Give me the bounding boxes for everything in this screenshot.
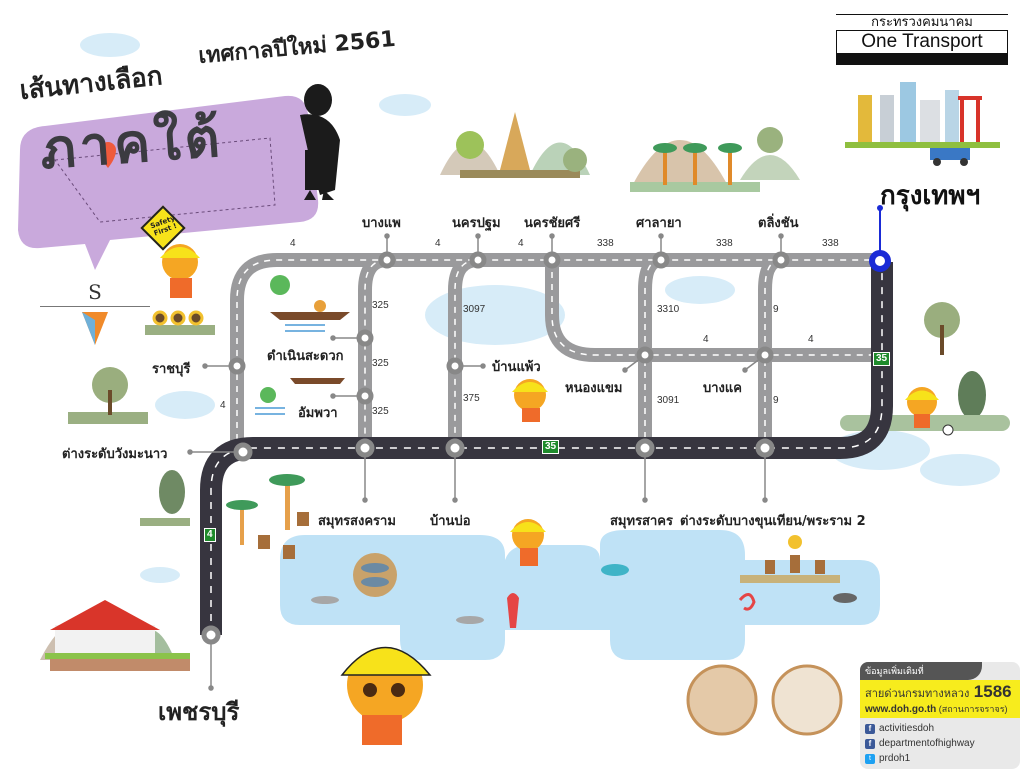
mascot-elephant-1	[160, 244, 200, 298]
scenery-temple	[40, 600, 190, 671]
road-number: 3091	[657, 395, 680, 406]
twitter-icon: t	[865, 753, 875, 764]
road-number: 338	[822, 238, 839, 249]
bangkok-skyline	[845, 82, 1000, 166]
station-samut-sakhon[interactable]: สมุทรสาคร	[610, 514, 673, 529]
hotline-number[interactable]: 1586	[973, 682, 1012, 701]
scenery-sunflowers	[145, 310, 215, 335]
station-samut-songkhram[interactable]: สมุทรสงคราม	[318, 514, 396, 529]
social-handle: prdoh1	[879, 753, 911, 764]
station-damnoen-saduak[interactable]: ดำเนินสะดวก	[267, 349, 344, 364]
mascot-elephant-large	[340, 646, 432, 745]
sea-creatures	[311, 553, 857, 628]
scenery-palms-bottom-left	[226, 474, 309, 559]
hotline-panel: สายด่วนกรมทางหลวง 1586 www.doh.go.th (สถ…	[860, 680, 1020, 718]
social-item[interactable]: f departmentofhighway	[865, 736, 1015, 751]
scenery-floating-market	[255, 275, 350, 415]
station-ratchaburi[interactable]: ราชบุรี	[152, 362, 191, 377]
coin-emblem-2	[771, 664, 843, 736]
social-handle: departmentofhighway	[879, 738, 975, 749]
website-note: (สถานการจราจร)	[938, 704, 1008, 714]
ministry-brand: กระทรวงคมนาคม One Transport	[836, 14, 1008, 65]
road-number: 9	[773, 395, 779, 406]
road-number: 3310	[657, 304, 680, 315]
road-number: 3097	[463, 304, 486, 315]
road-number: 4	[290, 238, 296, 249]
road-number: 325	[372, 358, 389, 369]
road-number: 4	[703, 334, 709, 345]
facebook-icon: f	[865, 738, 875, 749]
compass-divider	[40, 306, 150, 307]
road-number: 4	[435, 238, 441, 249]
station-bang-khae[interactable]: บางแค	[703, 381, 742, 396]
mascot-elephant-2	[512, 379, 548, 422]
station-wang-manao-interchange[interactable]: ต่างระดับวังมะนาว	[62, 447, 168, 462]
road-number: 9	[773, 304, 779, 315]
shadow-puppet-figure	[300, 84, 340, 200]
highway-shield-35: 35	[542, 440, 560, 454]
road-number: 325	[372, 406, 389, 417]
station-bang-khun-thian-interchange[interactable]: ต่างระดับบางขุนเทียน/พระราม 2	[680, 514, 866, 529]
road-number: 4	[808, 334, 814, 345]
highway-shield-4: 4	[204, 528, 216, 542]
station-ban-phaeo[interactable]: บ้านแพ้ว	[492, 360, 541, 375]
social-item[interactable]: t prdoh1	[865, 751, 1015, 766]
info-box: ข้อมูลเพิ่มเติมที่ สายด่วนกรมทางหลวง 158…	[860, 662, 1020, 769]
station-nong-khaem[interactable]: หนองแขม	[565, 381, 623, 396]
road-number: 338	[597, 238, 614, 249]
compass-direction: S	[88, 280, 102, 304]
website-link[interactable]: www.doh.go.th	[865, 704, 937, 715]
gulf-sea	[280, 530, 880, 660]
destination-node	[869, 250, 891, 272]
brand-slogan: One Transport	[836, 30, 1008, 53]
scenery-palms	[630, 127, 800, 192]
station-taling-chan[interactable]: ตลิ่งชัน	[758, 216, 799, 231]
station-nakhon-pathom[interactable]: นครปฐม	[452, 216, 501, 231]
destination-label: กรุงเทพฯ	[880, 181, 981, 211]
station-bang-phae[interactable]: บางแพ	[362, 216, 401, 231]
station-ban-bo[interactable]: บ้านบ่อ	[430, 514, 471, 529]
island-village	[740, 535, 840, 583]
facebook-icon: f	[865, 723, 875, 734]
junction-nodes	[201, 251, 790, 645]
station-salaya[interactable]: ศาลายา	[636, 216, 682, 231]
title-bubble	[18, 95, 319, 271]
road-number: 338	[716, 238, 733, 249]
hotline-label: สายด่วนกรมทางหลวง	[865, 688, 970, 700]
origin-label: เพชรบุรี	[158, 698, 240, 726]
social-handle: activitiesdoh	[879, 723, 935, 734]
scenery-pagoda	[440, 112, 590, 178]
highway-shield-35: 35	[873, 352, 891, 366]
road-number: 375	[463, 393, 480, 404]
compass: S	[40, 280, 150, 313]
road-number: 4	[220, 400, 226, 411]
mascot-elephant-3	[510, 519, 546, 566]
region-title: ภาคใต้	[38, 105, 226, 182]
ministry-name: กระทรวงคมนาคม	[836, 14, 1008, 30]
shrimp-icon	[738, 593, 756, 611]
info-header: ข้อมูลเพิ่มเติมที่	[860, 662, 982, 680]
scenery-tree-left2	[140, 470, 190, 526]
station-amphawa[interactable]: อัมพวา	[298, 406, 338, 421]
mascot-elephant-4	[905, 387, 954, 436]
brand-bar	[836, 53, 1008, 65]
social-item[interactable]: f activitiesdoh	[865, 721, 1015, 736]
map-pin-icon	[100, 142, 116, 168]
road-number: 4	[518, 238, 524, 249]
scenery-tree-left	[68, 367, 148, 424]
station-nakhon-chai-si[interactable]: นครชัยศรี	[524, 216, 581, 231]
coin-emblem-1	[686, 664, 758, 736]
road-number: 325	[372, 300, 389, 311]
squid-icon	[507, 593, 519, 628]
